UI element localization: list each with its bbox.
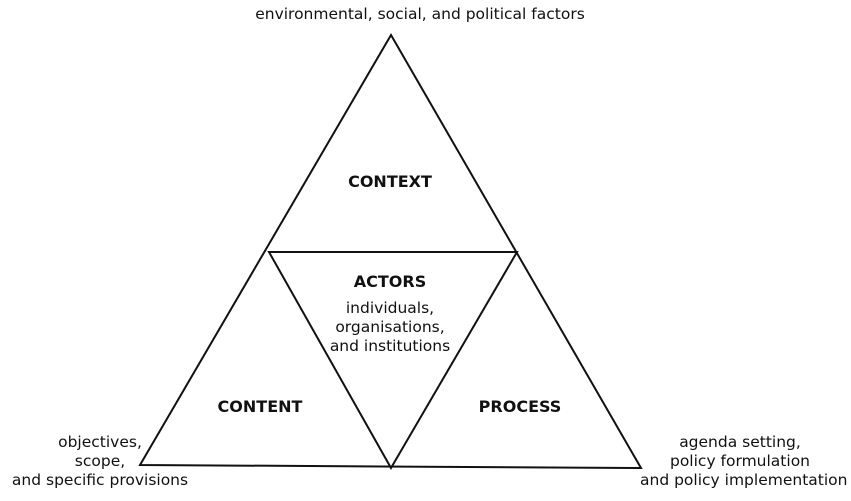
content-description-line: scope,: [74, 451, 126, 470]
context-label: CONTEXT: [348, 172, 432, 191]
inner-triangle: [267, 251, 519, 471]
content-description: objectives, scope, and specific provisio…: [10, 433, 190, 490]
actors-description-line: organisations,: [335, 317, 445, 336]
content-description-line: and specific provisions: [11, 470, 189, 489]
actors-description: individuals, organisations, and institut…: [300, 299, 480, 356]
process-description-line: and policy implementation: [640, 470, 848, 489]
context-factors-note: environmental, social, and political fac…: [255, 5, 585, 23]
process-label: PROCESS: [478, 397, 562, 416]
content-label: CONTENT: [217, 397, 303, 416]
process-description-line: agenda setting,: [679, 433, 801, 451]
actors-description-line: and institutions: [329, 336, 451, 355]
process-description: agenda setting, policy formulation and p…: [640, 433, 848, 490]
content-description-line: objectives,: [58, 433, 142, 451]
actors-label: ACTORS: [353, 272, 427, 291]
actors-description-line: individuals,: [345, 299, 435, 317]
process-description-line: policy formulation: [669, 451, 810, 470]
